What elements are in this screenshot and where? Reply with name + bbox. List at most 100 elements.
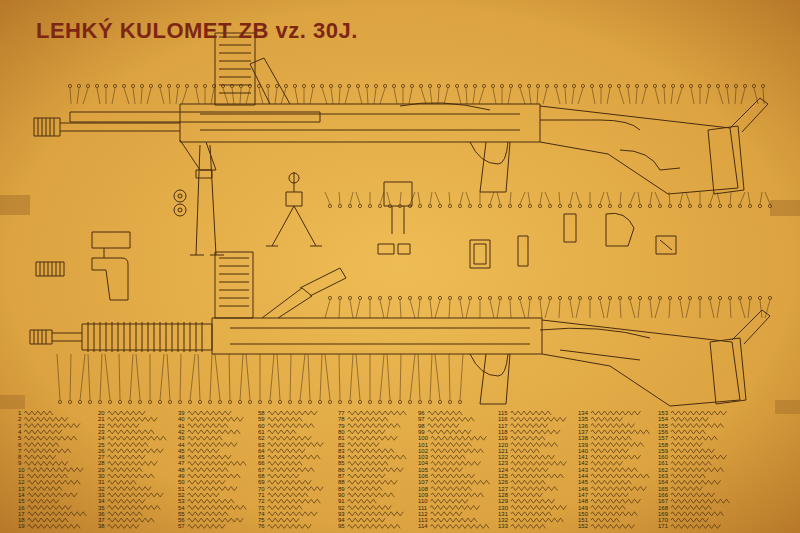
handwriting-scribble — [591, 518, 620, 522]
handwriting-scribble — [24, 424, 80, 428]
leader-line — [223, 88, 228, 104]
part-number: 23 — [98, 429, 105, 435]
callout-dot — [128, 400, 131, 403]
callout-dot — [598, 204, 601, 207]
leader-line — [400, 300, 401, 318]
part-number: 44 — [178, 442, 185, 448]
callout-dot — [158, 84, 161, 87]
handwriting-scribble — [268, 424, 315, 428]
leader-line — [124, 88, 129, 104]
callout-dot — [716, 84, 719, 87]
leader-line — [259, 88, 263, 104]
leader-line — [763, 88, 764, 104]
handwriting-scribble — [511, 524, 546, 528]
part-number: 47 — [178, 460, 185, 466]
callout-dot — [618, 296, 621, 299]
callout-dot — [398, 204, 401, 207]
part-number: 27 — [98, 454, 105, 460]
part-number: 70 — [258, 486, 265, 492]
leader-line — [619, 88, 624, 104]
part-number: 113 — [418, 517, 428, 523]
handwriting-scribble — [348, 424, 401, 428]
callout-dot — [408, 296, 411, 299]
handwriting-scribble — [431, 524, 490, 528]
leader-line — [449, 300, 450, 318]
callout-dot — [308, 400, 311, 403]
callout-dot — [284, 84, 287, 87]
leader-line — [528, 300, 530, 318]
leader-line — [706, 88, 709, 104]
callout-dot — [398, 296, 401, 299]
part-number: 130 — [498, 505, 508, 511]
callout-dot — [158, 400, 161, 403]
part-number: 9 — [18, 460, 21, 466]
part-number: 103 — [418, 454, 428, 460]
callout-dot — [328, 204, 331, 207]
leader-line — [133, 88, 135, 104]
handwriting-scribble — [591, 455, 641, 459]
handwriting-scribble — [348, 493, 395, 497]
part-number: 93 — [338, 511, 345, 517]
callout-dot — [558, 296, 561, 299]
callout-dot — [398, 400, 401, 403]
handwriting-scribble — [268, 443, 324, 447]
callout-dot — [688, 204, 691, 207]
handwriting-scribble — [511, 487, 558, 491]
handwriting-scribble — [188, 430, 241, 434]
leader-line — [268, 88, 269, 104]
handwriting-scribble — [348, 506, 392, 510]
part-number: 106 — [418, 473, 428, 479]
handwriting-scribble — [511, 512, 552, 516]
handwriting-scribble — [268, 461, 303, 465]
leader-line — [765, 300, 770, 318]
part-number: 24 — [98, 435, 105, 441]
part-number: 134 — [578, 410, 588, 416]
handwriting-scribble — [591, 461, 623, 465]
callout-dot — [188, 400, 191, 403]
callout-dot — [568, 296, 571, 299]
leader-line — [339, 192, 340, 204]
leader-line — [430, 354, 432, 400]
handwriting-scribble — [511, 468, 549, 472]
part-number: 171 — [658, 523, 668, 529]
handwriting-scribble — [188, 506, 247, 510]
handwriting-scribble — [188, 411, 232, 415]
leader-line — [331, 88, 333, 104]
leader-line — [655, 192, 660, 204]
callout-dot — [228, 400, 231, 403]
handwriting-scribble — [28, 493, 78, 497]
part-number: 100 — [418, 435, 428, 441]
part-number: 16 — [18, 505, 25, 511]
handwriting-scribble — [671, 417, 709, 421]
part-number: 58 — [258, 410, 265, 416]
leader-line — [565, 88, 566, 104]
callout-dot — [378, 204, 381, 207]
handwriting-scribble — [671, 499, 730, 503]
callout-dot — [488, 296, 491, 299]
callout-dot — [178, 400, 181, 403]
leader-line — [680, 192, 683, 204]
callout-dot — [478, 204, 481, 207]
leader-line — [620, 192, 621, 204]
part-number: 169 — [658, 511, 668, 517]
handwriting-scribble — [591, 480, 632, 484]
leader-line — [480, 192, 481, 204]
handwriting-scribble — [430, 506, 480, 510]
leader-line — [537, 88, 538, 104]
callout-dot — [88, 400, 91, 403]
callout-dot — [408, 400, 411, 403]
handwriting-scribble — [348, 512, 404, 516]
leader-line — [147, 88, 151, 104]
leader-line — [760, 300, 762, 318]
part-number: 40 — [178, 416, 185, 422]
callout-dot — [718, 296, 721, 299]
part-number: 131 — [498, 511, 508, 517]
leader-line — [150, 354, 151, 400]
callout-dot — [140, 84, 143, 87]
part-number: 129 — [498, 498, 508, 504]
leader-line — [700, 88, 701, 104]
leader-line — [367, 88, 368, 104]
leader-line — [497, 300, 500, 318]
part-number: 122 — [498, 454, 508, 460]
handwriting-scribble — [188, 493, 220, 497]
